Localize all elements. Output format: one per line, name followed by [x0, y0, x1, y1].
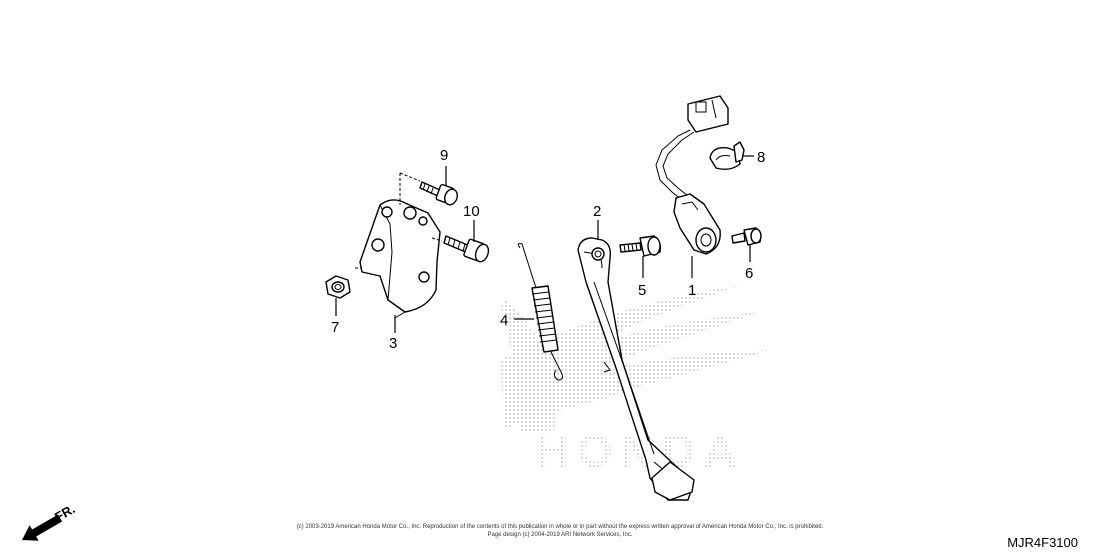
callout-3[interactable]: 3 [389, 335, 397, 352]
bolt-part-9[interactable] [419, 181, 459, 207]
side-stand-switch[interactable] [655, 95, 729, 255]
side-stand[interactable] [577, 237, 695, 501]
callout-7[interactable]: 7 [331, 319, 339, 336]
front-arrow-icon [22, 514, 63, 541]
callout-4[interactable]: 4 [500, 312, 508, 329]
callout-6[interactable]: 6 [745, 265, 753, 282]
flange-nut-part-7[interactable] [325, 275, 351, 299]
callout-9[interactable]: 9 [440, 147, 448, 164]
harness-clamp[interactable] [709, 141, 745, 171]
bolt-part-10[interactable] [443, 235, 491, 264]
honda-wing-watermark [500, 285, 770, 432]
stand-spring[interactable] [517, 243, 564, 381]
callout-1[interactable]: 1 [688, 282, 696, 299]
copyright-line-1: (c) 2003-2019 American Honda Motor Co., … [297, 524, 824, 530]
honda-watermark-text: HONDA [536, 425, 745, 477]
stand-bracket[interactable] [359, 199, 441, 319]
callout-2[interactable]: 2 [593, 203, 601, 220]
callout-5[interactable]: 5 [638, 282, 646, 299]
copyright-line-2: Page design (c) 2004-2019 ARI Network Se… [487, 532, 632, 538]
bolt-part-5[interactable] [619, 235, 662, 257]
callout-10[interactable]: 10 [463, 203, 480, 220]
callout-8[interactable]: 8 [757, 149, 765, 166]
bolt-part-6[interactable] [731, 227, 762, 246]
figure-code: MJR4F3100 [1007, 535, 1078, 550]
